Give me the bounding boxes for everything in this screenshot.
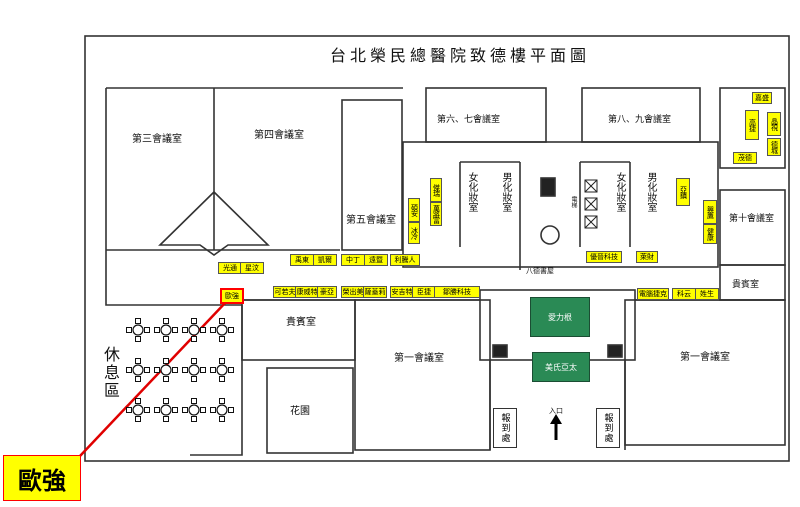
report-desk-right: 報到處 xyxy=(596,408,620,448)
room-meeting-4: 第四會議室 xyxy=(254,130,304,141)
booth: 電腦捷克 xyxy=(637,288,669,300)
booth: 星汶 xyxy=(240,262,264,274)
booth: 遠暨 xyxy=(364,254,388,266)
table-set-icon xyxy=(154,318,178,342)
booth: 晶視 xyxy=(767,112,781,136)
booth: 薩蓋莉 xyxy=(363,286,387,298)
booth: 碩安 xyxy=(408,198,420,222)
room-meeting-5: 第五會議室 xyxy=(346,215,396,226)
elevator-icon xyxy=(584,179,598,229)
table-set-icon xyxy=(210,358,234,382)
entrance-arrow-icon xyxy=(550,414,562,440)
room-men-restroom-left: 男化妝室 xyxy=(500,172,511,212)
booth: 榮出美 xyxy=(341,286,365,298)
room-women-restroom-left: 女化妝室 xyxy=(466,172,477,212)
callout-label: 歐強 xyxy=(3,455,81,501)
table-set-icon xyxy=(126,358,150,382)
table-set-icon xyxy=(126,398,150,422)
room-vip-left: 貴賓室 xyxy=(286,317,316,328)
table-set-icon xyxy=(182,318,206,342)
booth: 凱爾 xyxy=(313,254,337,266)
table-set-icon xyxy=(154,398,178,422)
table-set-icon xyxy=(154,358,178,382)
room-men-restroom-right: 男化妝室 xyxy=(645,172,656,212)
booth: 亞鎮 xyxy=(676,178,690,206)
booth: 冰冷 xyxy=(408,222,420,244)
sponsor-block-bottom: 美氏亞太 xyxy=(532,352,590,382)
room-entrance: 入口 xyxy=(549,407,563,415)
booth: 德城 xyxy=(767,138,781,156)
room-meeting-67: 第六、七會議室 xyxy=(437,115,501,125)
booth: 康威特 xyxy=(295,286,319,298)
booth: 可若夫 xyxy=(273,286,297,298)
room-bagua: 八德書屋 xyxy=(526,267,554,275)
booth: 科云 xyxy=(672,288,696,300)
booth: 嘉盛 xyxy=(752,92,772,104)
room-meeting-1-right: 第一會議室 xyxy=(680,352,730,363)
booth: 優晉科技 xyxy=(586,251,622,263)
booth: 中丁 xyxy=(341,254,365,266)
booth: 利騰人 xyxy=(390,254,420,266)
booth: 萊財 xyxy=(636,251,658,263)
report-desk-left: 報到處 xyxy=(493,408,517,448)
table-set-icon xyxy=(182,398,206,422)
room-meeting-3: 第三會議室 xyxy=(132,134,182,145)
booth: 禹東 xyxy=(290,254,314,266)
booth: 高捷 xyxy=(745,110,759,140)
room-garden: 花園 xyxy=(290,406,310,417)
table-set-icon xyxy=(210,398,234,422)
room-vip-right: 貴賓室 xyxy=(732,280,760,290)
highlight-booth: 歐強 xyxy=(220,288,244,304)
booth: 傑瑞 xyxy=(430,178,442,202)
booth: 臣捷 xyxy=(412,286,436,298)
table-set-icon xyxy=(210,318,234,342)
room-meeting-89: 第八、九會議室 xyxy=(608,115,672,125)
booth: 鄒勝科技 xyxy=(434,286,480,298)
room-women-restroom-right: 女化妝室 xyxy=(614,172,625,212)
booth: 茂德 xyxy=(733,152,757,164)
booth: 豪亞 xyxy=(317,286,337,298)
booth: 安吉特 xyxy=(390,286,414,298)
room-meeting-10: 第十會議室 xyxy=(729,214,775,224)
booth: 光通 xyxy=(218,262,242,274)
elevator-left-label: 電梯 xyxy=(570,196,577,208)
page-title: 台北榮民總醫院致德樓平面圖 xyxy=(330,46,591,65)
room-meeting-1-left: 第一會議室 xyxy=(394,353,444,364)
rest-area-tables xyxy=(126,318,234,422)
booth: 興鷹 xyxy=(703,200,717,224)
booth: 姓生 xyxy=(695,288,719,300)
booth: 健康 xyxy=(703,224,717,244)
table-set-icon xyxy=(182,358,206,382)
table-set-icon xyxy=(126,318,150,342)
booth: 萬將富 xyxy=(430,202,442,226)
sponsor-block-top: 愛力根 xyxy=(530,297,590,337)
room-rest-area: 休息區 xyxy=(101,346,120,400)
